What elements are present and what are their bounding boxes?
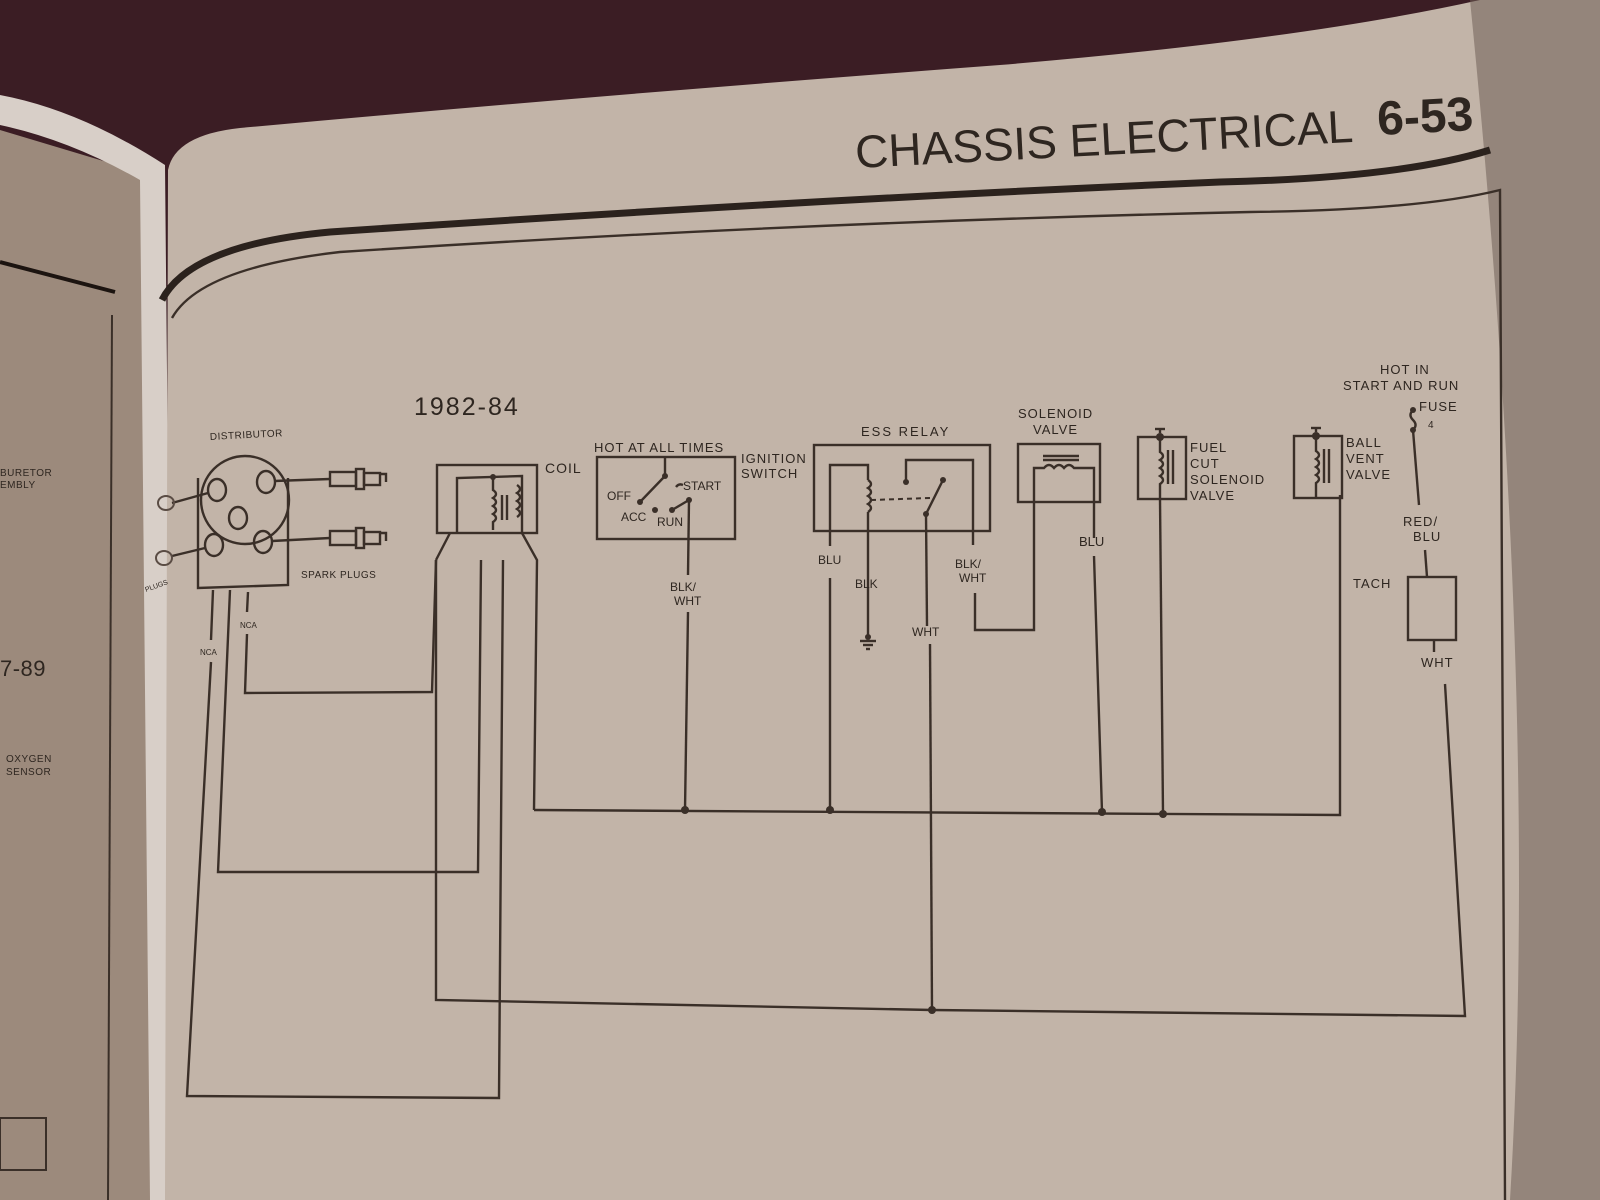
fuse-icon	[1409, 409, 1417, 431]
wire-distributor-to-coil	[243, 559, 438, 695]
left-page	[0, 130, 170, 1200]
relay-coil-icon	[865, 479, 873, 513]
page-number: 6-53	[1376, 88, 1475, 146]
fuse-label: FUSE	[1419, 399, 1458, 414]
wire-label-blk-wht: BLK/	[955, 557, 982, 571]
valve-label: VALVE	[1346, 467, 1391, 482]
spark-plugs: SPARK PLUGS	[271, 467, 388, 581]
spark-plug-icon	[328, 526, 388, 550]
header-rule	[158, 146, 1492, 302]
spark-plugs-label: SPARK PLUGS	[301, 570, 376, 581]
switch-off-label: OFF	[607, 489, 631, 503]
junction-dot	[1098, 808, 1106, 816]
coil-winding-icon	[514, 484, 522, 518]
wire-label-blk: BLK	[855, 577, 878, 591]
wire-label-wht: WHT	[1421, 655, 1454, 670]
plug-wire-icon	[155, 550, 173, 566]
ball-label: BALL	[1346, 435, 1382, 450]
left-page-rule	[0, 260, 116, 294]
ess-relay-label: ESS RELAY	[861, 424, 950, 439]
solenoid-coil-icon	[1032, 463, 1096, 538]
wire-label-blk-wht: WHT	[674, 594, 702, 608]
year-range: 1982-84	[414, 393, 520, 421]
start-and-run-label: START AND RUN	[1343, 378, 1459, 393]
solenoid-valve: SOLENOID VALVE BLU	[1016, 406, 1106, 816]
wire-label-blk-wht: WHT	[959, 571, 987, 585]
fuel-label: FUEL	[1190, 440, 1227, 455]
wire-distributor-loop	[216, 559, 483, 874]
diagram-border	[170, 188, 1507, 1200]
valve-label: VALVE	[1190, 488, 1235, 503]
hot-at-all-times-label: HOT AT ALL TIMES	[594, 440, 724, 455]
coil-winding-icon	[490, 478, 498, 530]
wire-label-blu: BLU	[1079, 534, 1104, 549]
left-page-text: BURETOR EMBLY 7-89 OXYGEN SENSOR	[0, 468, 52, 778]
fuel-cut-solenoid-valve: FUEL CUT SOLENOID VALVE	[1136, 427, 1265, 818]
ignition-coil: COIL	[434, 460, 582, 811]
fuse-and-tach: HOT IN START AND RUN FUSE 4 RED/ BLU TAC…	[1343, 362, 1459, 670]
left-fragment-5: SENSOR	[6, 767, 51, 778]
junction-dot	[826, 806, 834, 814]
vent-label: VENT	[1346, 451, 1385, 466]
page-shadow	[1450, 0, 1600, 1200]
left-page-box	[0, 1117, 47, 1171]
ball-vent-valve: BALL VENT VALVE	[1292, 426, 1391, 500]
junction-dot	[681, 806, 689, 814]
tach-label: TACH	[1353, 576, 1391, 591]
solenoid-label: SOLENOID	[1190, 472, 1265, 487]
switch-acc-label: ACC	[621, 510, 647, 524]
solenoid-coil-icon	[1313, 439, 1321, 498]
left-fragment-4: OXYGEN	[6, 754, 52, 765]
wire-label-wht: WHT	[912, 625, 940, 639]
wire-label-nca: NCA	[240, 621, 258, 630]
hot-in-label: HOT IN	[1380, 362, 1430, 377]
wire-label-red-blu: BLU	[1413, 529, 1441, 544]
wire-label-blk-wht: BLK/	[670, 580, 697, 594]
spark-plug-icon	[328, 467, 388, 491]
switch-label: SWITCH	[741, 466, 798, 481]
switch-start-label: START	[683, 479, 722, 493]
switch-run-label: RUN	[657, 515, 683, 529]
valve-label: VALVE	[1033, 422, 1078, 437]
tachometer	[1406, 575, 1458, 642]
ground-icon	[860, 604, 876, 651]
coil-label: COIL	[545, 460, 582, 476]
wire-label-nca: NCA	[200, 648, 218, 657]
ignition-switch: HOT AT ALL TIMES IGNITION SWITCH OFF STA…	[594, 440, 807, 814]
right-page	[165, 0, 1600, 1200]
ignition-label: IGNITION	[741, 451, 807, 466]
solenoid-label: SOLENOID	[1018, 406, 1093, 421]
left-page-edge	[0, 95, 175, 1200]
plug-wire-icon	[157, 495, 175, 511]
left-fragment-2: EMBLY	[0, 480, 36, 491]
wire-label-red-blu: RED/	[1403, 514, 1438, 529]
distributor-label: DISTRIBUTOR	[210, 428, 284, 443]
ess-relay: ESS RELAY BLU BLK BLK/ WHT WHT	[812, 424, 1036, 1011]
solenoid-coil-icon	[1157, 440, 1165, 499]
left-page-border	[107, 314, 113, 1200]
cut-label: CUT	[1190, 456, 1220, 471]
wire-distributor-long	[185, 559, 505, 1100]
left-fragment-1: BURETOR	[0, 468, 52, 479]
junction-dot	[1159, 810, 1167, 818]
left-fragment-3: 7-89	[0, 656, 46, 681]
wire-label-blu: BLU	[818, 553, 841, 567]
fuse-number: 4	[1428, 420, 1434, 431]
wire-main-bus	[533, 495, 1342, 817]
